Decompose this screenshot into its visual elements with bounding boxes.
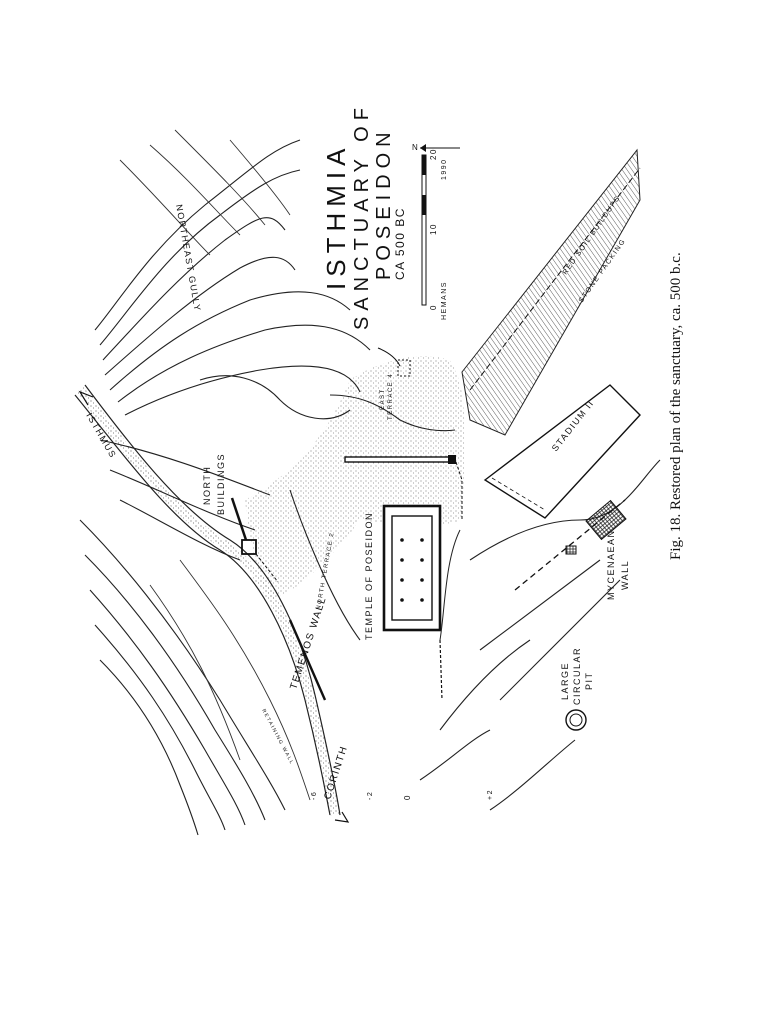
temenos-wall [288,619,327,701]
east-terrace-label-2: TERRACE 4 [388,373,394,420]
map-title-line2: SANCTUARY OF [351,102,373,330]
mycenaean-wall-label-2: WALL [620,560,630,590]
retaining-wall-label: RETAINING WALL [260,708,295,766]
sanctuary-area [245,356,465,600]
elevation-zero: 0 [403,794,412,800]
mycenaean-wall [514,499,627,591]
stone-packing [461,148,641,436]
north-buildings-label-1: NORTH [202,466,212,505]
pit-label-3: PIT [584,671,594,690]
elevation-plus2: +2 [487,789,494,800]
temple-of-poseidon [382,504,442,632]
north-buildings [230,497,279,583]
arrow-icon [78,390,94,406]
scale-start: 0 [429,304,438,310]
year-label: 1990 [441,158,448,180]
map-title-line1: ISTHMIA [321,143,351,290]
elevation-minus6: -6 [311,791,318,800]
scale-end: 20 [429,148,438,160]
map-title-line4: CA 500 BC [393,207,407,280]
stadium-ii [483,384,641,519]
map-title-line3: POSEIDON [373,126,395,280]
east-terrace-feature [397,359,411,377]
mycenaean-wall-label-1: MYCENAEAN [606,529,616,600]
north-label: N [412,143,419,152]
pit-label-2: CIRCULAR [572,647,582,705]
north-arrow-icon [420,144,460,152]
elevation-minus2: -2 [367,791,374,800]
circular-pit [565,709,587,731]
contour-lines [94,129,371,416]
scale-mid: 10 [429,223,438,235]
figure-caption: Fig. 18. Restored plan of the sanctuary,… [668,252,684,560]
pit-label-1: LARGE [560,662,570,700]
author-label: HEMANS [441,281,448,320]
long-wall [344,455,463,520]
scale-bar [421,154,427,306]
arrow-icon [334,811,350,823]
north-buildings-label-2: BUILDINGS [216,453,226,515]
temple-label: TEMPLE OF POSEIDON [364,512,374,640]
east-terrace-label-1: EAST [380,388,386,410]
